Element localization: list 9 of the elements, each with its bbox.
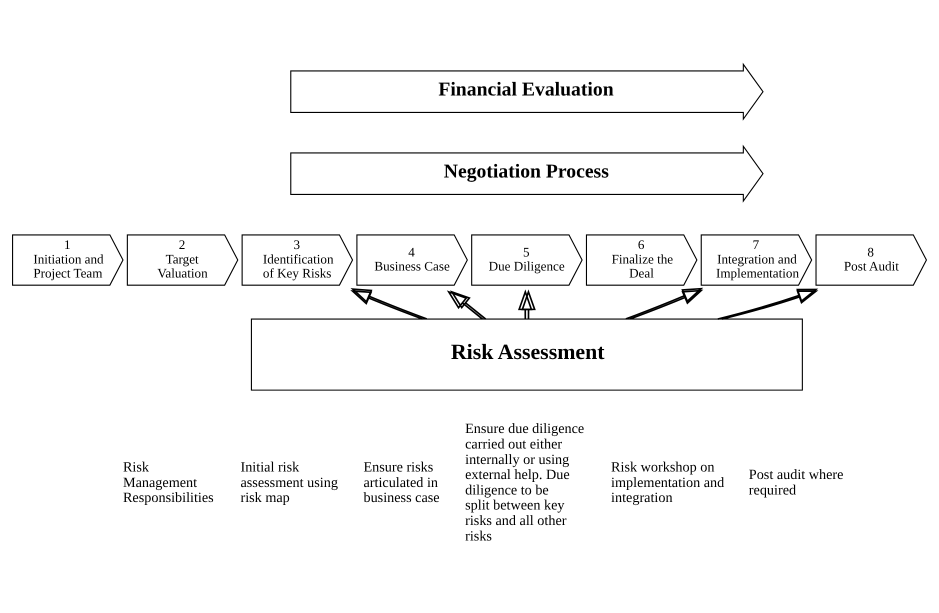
- label: Initial risk assessment using risk map: [240, 459, 338, 506]
- label: Ensure risks articulated in business case: [363, 459, 440, 506]
- label: Risk workshop on implementation and integration: [611, 459, 724, 506]
- arrow: [521, 289, 536, 320]
- arrow: [518, 289, 533, 320]
- label: Post audit where required: [748, 467, 844, 498]
- node-box: Risk Assessment: [250, 318, 803, 391]
- label: Ensure due diligence carried out either internally or using external help. Due diligence to be split between key risks and all other risks: [465, 421, 584, 544]
- label: Risk Management Responsibilities: [122, 459, 214, 506]
